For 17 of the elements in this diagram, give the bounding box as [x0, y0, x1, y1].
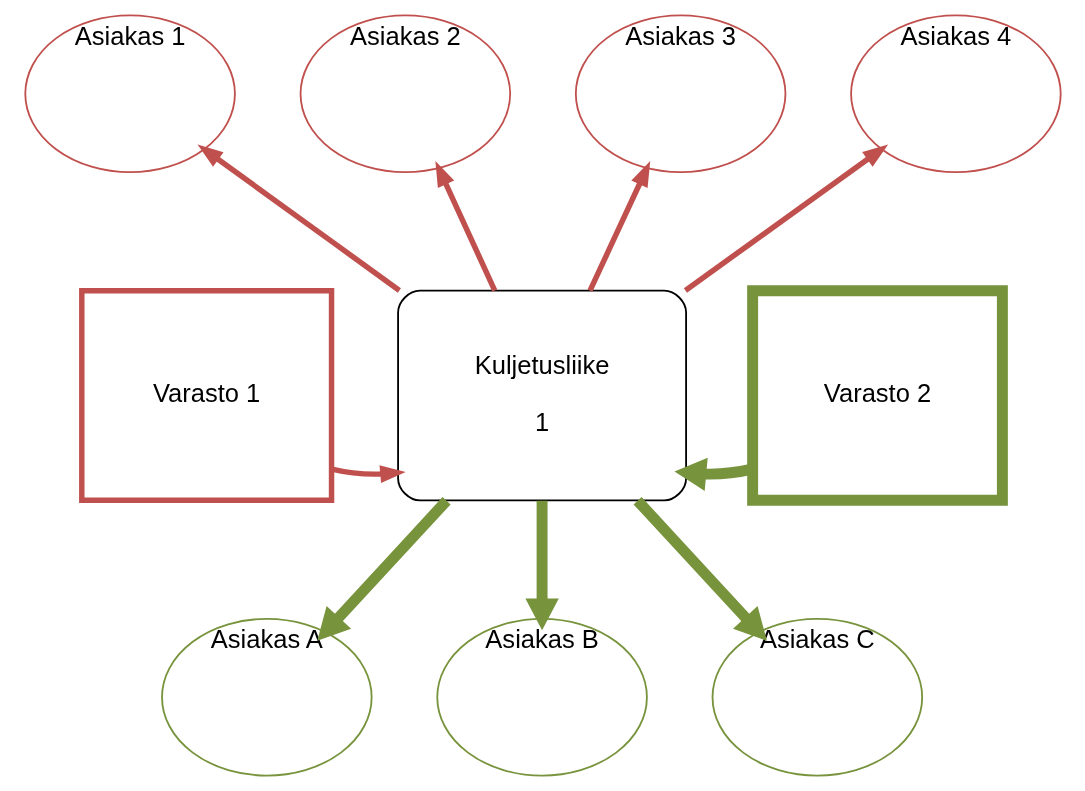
- node-ellipse: Asiakas B: [435, 617, 648, 777]
- arrow: [587, 161, 650, 292]
- arrow: [197, 144, 401, 293]
- node-ellipse: Asiakas 4: [849, 14, 1062, 174]
- arrow: [524, 500, 559, 631]
- node-box: Varasto 2: [746, 285, 1008, 506]
- node-ellipse: Asiakas 1: [23, 14, 236, 174]
- node-ellipse: Asiakas C: [711, 617, 923, 777]
- arrow: [316, 497, 451, 641]
- arrow: [683, 144, 888, 293]
- node-ellipse: Asiakas 3: [574, 14, 786, 174]
- node-ellipse: Asiakas 2: [299, 14, 511, 174]
- arrow: [434, 161, 497, 292]
- node-box: Varasto 1: [78, 287, 334, 504]
- node-box: Kuljetusliike 1: [396, 289, 687, 502]
- arrow: [633, 497, 767, 641]
- node-ellipse: Asiakas A: [160, 617, 373, 777]
